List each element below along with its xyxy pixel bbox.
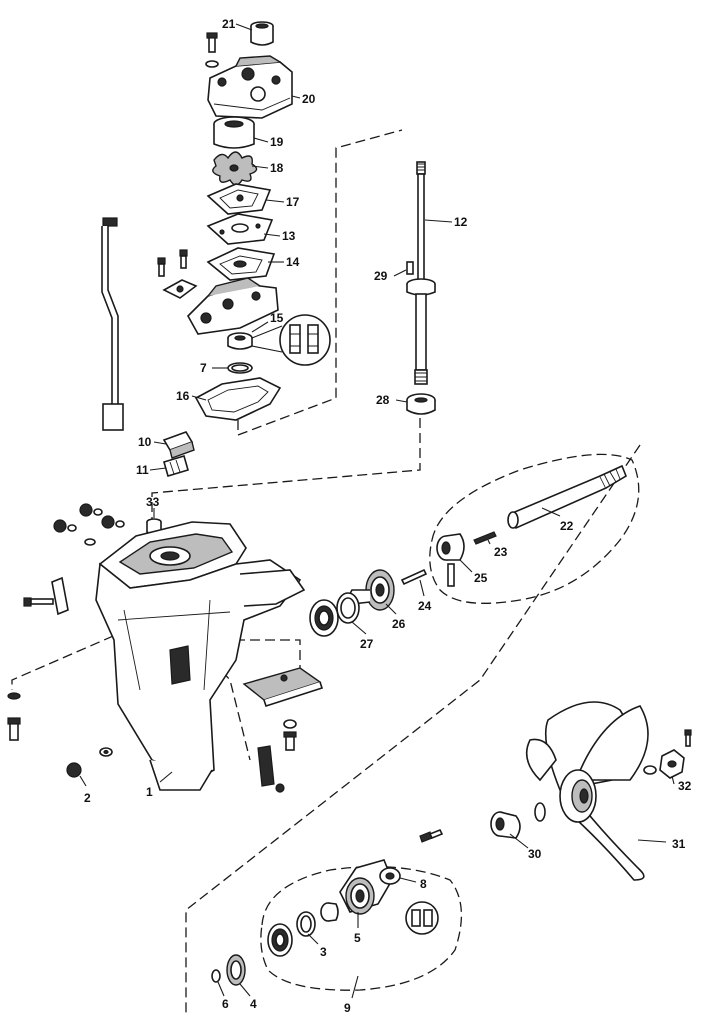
part-2-drawing	[66, 747, 113, 778]
side-fitting-drawing	[23, 576, 69, 616]
part-1-drawing	[95, 521, 306, 791]
callout-7: 7	[200, 361, 207, 375]
callout-6: 6	[222, 997, 229, 1011]
callout-labels: 21 20 19 18 17 13 14 15 7 16 10 11 33 12…	[84, 17, 692, 1015]
callout-10: 10	[138, 435, 152, 449]
callout-13: 13	[282, 229, 296, 243]
part-25-drawing	[436, 533, 465, 561]
part-28-drawing	[406, 393, 436, 415]
callout-28: 28	[376, 393, 390, 407]
callout-33: 33	[146, 495, 160, 509]
part-18-drawing	[212, 151, 258, 186]
callout-19: 19	[270, 135, 284, 149]
callout-5: 5	[354, 931, 361, 945]
casing-bolt-set-drawing	[53, 503, 125, 546]
pin-drawing	[447, 563, 455, 587]
anode-drawing	[242, 667, 324, 708]
bearing-drawing	[309, 599, 339, 637]
callout-23: 23	[494, 545, 508, 559]
callout-2: 2	[84, 791, 91, 805]
part-30-drawing	[490, 811, 521, 839]
bolt-set-drawing	[157, 249, 198, 299]
part-21-drawing	[250, 21, 274, 46]
part-17-drawing	[206, 183, 272, 215]
part-12-drawing	[406, 161, 436, 385]
part-16-drawing	[194, 377, 282, 421]
part-8-drawing	[379, 867, 439, 935]
lower-bolt-set-drawing	[7, 692, 21, 741]
bolt-drawing	[205, 32, 219, 68]
part-4-drawing	[226, 954, 246, 986]
callout-16: 16	[176, 389, 190, 403]
needle-bearing-drawing	[320, 902, 339, 922]
part-29-drawing	[406, 261, 414, 275]
part-27-drawing	[336, 592, 360, 624]
part-6-drawing	[211, 969, 221, 983]
callout-32: 32	[678, 779, 692, 793]
part-10-drawing	[162, 431, 195, 459]
part-32-drawing	[659, 729, 692, 779]
callout-17: 17	[286, 195, 300, 209]
leader-lines	[79, 23, 675, 999]
pump-base-drawing	[187, 277, 279, 335]
lower-bearing-drawing	[267, 923, 293, 957]
part-15-drawing	[227, 314, 331, 366]
part-7-drawing	[227, 362, 253, 374]
part-26-drawing	[349, 569, 395, 611]
part-20-drawing	[207, 55, 293, 119]
callout-22: 22	[560, 519, 574, 533]
washer-drawing	[534, 765, 657, 822]
callout-12: 12	[454, 215, 468, 229]
callout-4: 4	[250, 997, 257, 1011]
part-5-drawing	[339, 859, 393, 915]
callout-29: 29	[374, 269, 388, 283]
callout-20: 20	[302, 92, 316, 106]
callout-8: 8	[420, 877, 427, 891]
part-23-drawing	[473, 531, 497, 545]
part-14-drawing	[206, 247, 276, 281]
callout-1: 1	[146, 785, 153, 799]
part-22-drawing	[507, 464, 627, 530]
shift-rod-drawing	[101, 217, 124, 431]
callout-27: 27	[360, 637, 374, 651]
callout-31: 31	[672, 837, 686, 851]
callout-26: 26	[392, 617, 406, 631]
part-31-drawing	[525, 701, 649, 881]
part-19-drawing	[213, 116, 255, 149]
callout-24: 24	[418, 599, 432, 613]
callout-11: 11	[136, 463, 149, 477]
screw-drawing	[419, 828, 444, 843]
anode-bolt-set-drawing	[257, 719, 297, 793]
callout-30: 30	[528, 847, 542, 861]
part-11-drawing	[163, 455, 189, 477]
callout-21: 21	[222, 17, 236, 31]
part-3-drawing	[296, 911, 316, 937]
part-13-drawing	[206, 213, 274, 245]
callout-18: 18	[270, 161, 284, 175]
part-24-drawing	[400, 568, 428, 586]
callout-3: 3	[320, 945, 327, 959]
callout-9: 9	[344, 1001, 351, 1015]
callout-15: 15	[270, 311, 284, 325]
callout-25: 25	[474, 571, 488, 585]
callout-14: 14	[286, 255, 300, 269]
